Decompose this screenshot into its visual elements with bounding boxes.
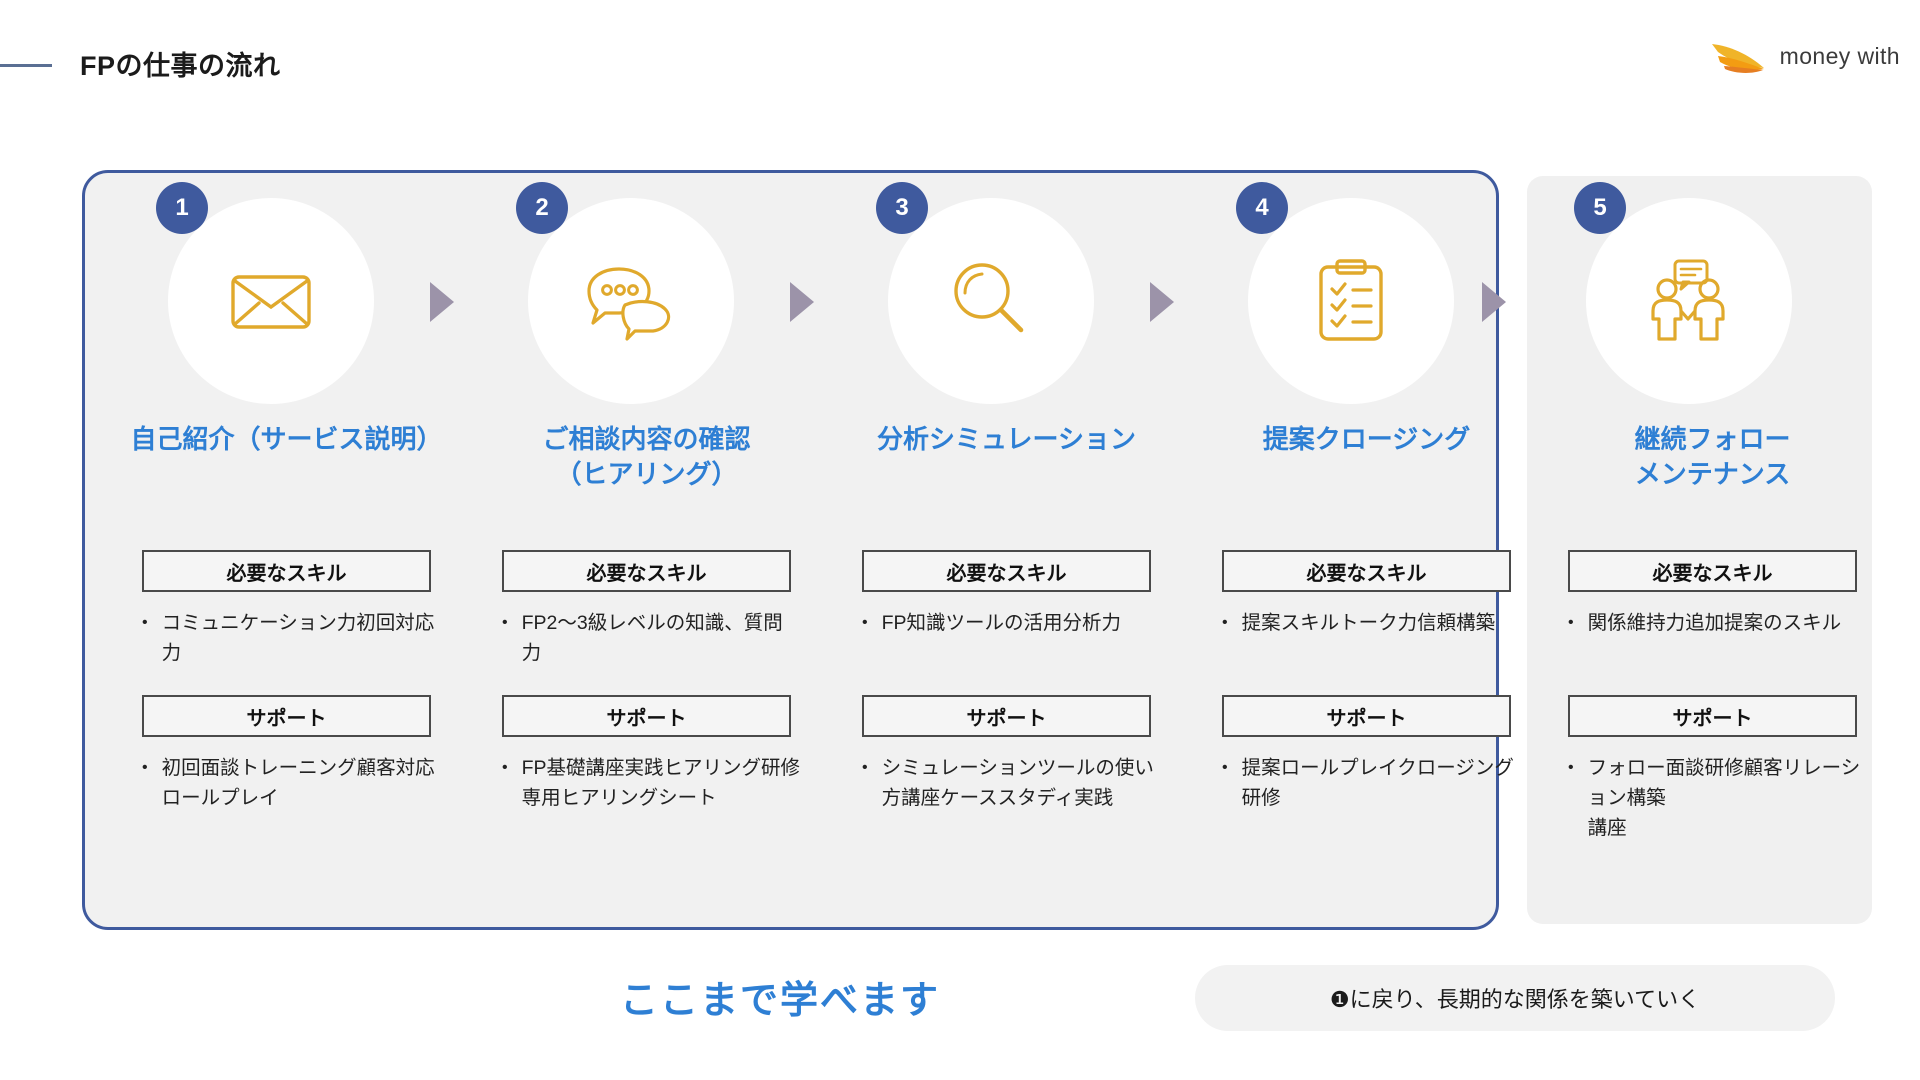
title-rule-decoration — [0, 64, 52, 67]
bullet-dot: • — [862, 614, 868, 631]
step-badge-4: 4 — [1236, 182, 1288, 234]
support-text-4: 提案ロールプレイクロージング研修 — [1241, 757, 1514, 810]
step-title-1: 自己紹介（サービス説明） — [130, 424, 443, 454]
bullet-dot: • — [502, 759, 508, 776]
bullet-dot: • — [862, 759, 868, 776]
skill-label-2: 必要なスキル — [502, 550, 791, 592]
support-label-2: サポート — [502, 695, 791, 737]
brand-name: money with — [1779, 42, 1900, 69]
skill-label-1: 必要なスキル — [142, 550, 431, 592]
envelope-icon — [231, 275, 311, 329]
step-title-3: 分析シミュレーション — [877, 424, 1136, 454]
handshake-people-icon — [1651, 259, 1725, 341]
support-bullet-5: • フォロー面談研修顧客リレーション構築 講座 — [1568, 753, 1868, 844]
step-badge-1: 1 — [156, 182, 208, 234]
flow-arrow-4-to-5-icon — [1482, 282, 1506, 322]
support-text-1: 初回面談トレーニング顧客対応ロールプレイ — [161, 757, 435, 810]
support-bullet-1: • 初回面談トレーニング顧客対応ロールプレイ — [142, 753, 442, 813]
support-label-4: サポート — [1222, 695, 1511, 737]
bullet-dot: • — [1568, 759, 1574, 776]
step-badge-3: 3 — [876, 182, 928, 234]
flow-diagram: 1 自己紹介（サービス説明） 必要なスキル • コミュニケーション力初回対応力 … — [82, 170, 1872, 930]
step-icon-disc-5 — [1586, 198, 1792, 404]
step-icon-disc-3 — [888, 198, 1094, 404]
support-text-3: シミュレーションツールの使い方講座ケーススタディ実践 — [881, 757, 1154, 810]
step-title-2: ご相談内容の確認 （ヒアリング） — [542, 424, 751, 490]
skill-bullet-2: • FP2〜3級レベルの知識、質問力 — [502, 608, 802, 668]
skill-label-5: 必要なスキル — [1568, 550, 1857, 592]
skill-text-1: コミュニケーション力初回対応力 — [161, 612, 435, 665]
step-icon-disc-4 — [1248, 198, 1454, 404]
step-card-5[interactable]: 5 継続フォロー メンテナンス 必要なスキル • 関係維持力追加提案のスキル — [1532, 170, 1877, 930]
skill-label-3: 必要なスキル — [862, 550, 1151, 592]
skill-text-2: FP2〜3級レベルの知識、質問力 — [521, 612, 783, 665]
support-label-3: サポート — [862, 695, 1151, 737]
step-badge-2: 2 — [516, 182, 568, 234]
page-title: FPの仕事の流れ — [80, 51, 281, 81]
magnifier-icon — [954, 263, 1024, 333]
skill-bullet-3: • FP知識ツールの活用分析力 — [862, 608, 1162, 638]
swoosh-logo-icon — [1711, 44, 1764, 73]
step-badge-5: 5 — [1574, 182, 1626, 234]
step-list: 1 自己紹介（サービス説明） 必要なスキル • コミュニケーション力初回対応力 … — [82, 170, 1872, 930]
skill-label-4: 必要なスキル — [1222, 550, 1511, 592]
support-bullet-2: • FP基礎講座実践ヒアリング研修専用ヒアリングシート — [502, 753, 802, 813]
bullet-dot: • — [142, 614, 148, 631]
support-text-5: フォロー面談研修顧客リレーション構築 講座 — [1587, 757, 1861, 840]
skill-text-3: FP知識ツールの活用分析力 — [881, 612, 1122, 634]
flow-arrow-1-to-2-icon — [430, 282, 454, 322]
support-text-2: FP基礎講座実践ヒアリング研修専用ヒアリングシート — [521, 757, 801, 810]
step-icon-disc-2 — [528, 198, 734, 404]
page-footer: ここまで学べます ❶に戻り、長期的な関係を築いていく — [0, 955, 1920, 1075]
bullet-dot: • — [142, 759, 148, 776]
skill-bullet-1: • コミュニケーション力初回対応力 — [142, 608, 442, 668]
skill-bullet-4: • 提案スキルトーク力信頼構築 — [1222, 608, 1522, 638]
step-card-4[interactable]: 4 提案クロージング 必要なスキル • 提案スキルトーク力信頼構築 サポート — [1194, 170, 1539, 930]
step-title-4: 提案クロージング — [1262, 424, 1471, 454]
support-bullet-4: • 提案ロールプレイクロージング研修 — [1222, 753, 1522, 813]
bullet-dot: • — [1222, 614, 1228, 631]
support-label-5: サポート — [1568, 695, 1857, 737]
step-icon-disc-1 — [168, 198, 374, 404]
skill-text-4: 提案スキルトーク力信頼構築 — [1241, 612, 1496, 634]
step-card-2[interactable]: 2 ご相談内容の確認 （ヒアリング） 必要なスキル • FP2〜3級レベルの知識… — [474, 170, 819, 930]
bullet-dot: • — [1222, 759, 1228, 776]
support-label-1: サポート — [142, 695, 431, 737]
bullet-dot: • — [502, 614, 508, 631]
learning-scope-note: ここまで学べます — [620, 980, 941, 1022]
flow-arrow-3-to-4-icon — [1150, 282, 1174, 322]
bullet-dot: • — [1568, 614, 1574, 631]
step-card-1[interactable]: 1 自己紹介（サービス説明） 必要なスキル • コミュニケーション力初回対応力 … — [114, 170, 459, 930]
clipboard-check-icon — [1319, 259, 1383, 341]
step-title-5: 継続フォロー メンテナンス — [1634, 424, 1791, 490]
loop-back-note: ❶に戻り、長期的な関係を築いていく — [1195, 965, 1835, 1031]
skill-bullet-5: • 関係維持力追加提案のスキル — [1568, 608, 1868, 638]
brand-logo: money with — [1708, 36, 1900, 76]
flow-arrow-2-to-3-icon — [790, 282, 814, 322]
support-bullet-3: • シミュレーションツールの使い方講座ケーススタディ実践 — [862, 753, 1162, 813]
chat-bubbles-icon — [587, 267, 671, 341]
page-header: FPの仕事の流れ money with — [0, 0, 1920, 110]
skill-text-5: 関係維持力追加提案のスキル — [1587, 612, 1842, 634]
step-card-3[interactable]: 3 分析シミュレーション 必要なスキル • FP知識ツールの活用分析力 サポート… — [834, 170, 1179, 930]
